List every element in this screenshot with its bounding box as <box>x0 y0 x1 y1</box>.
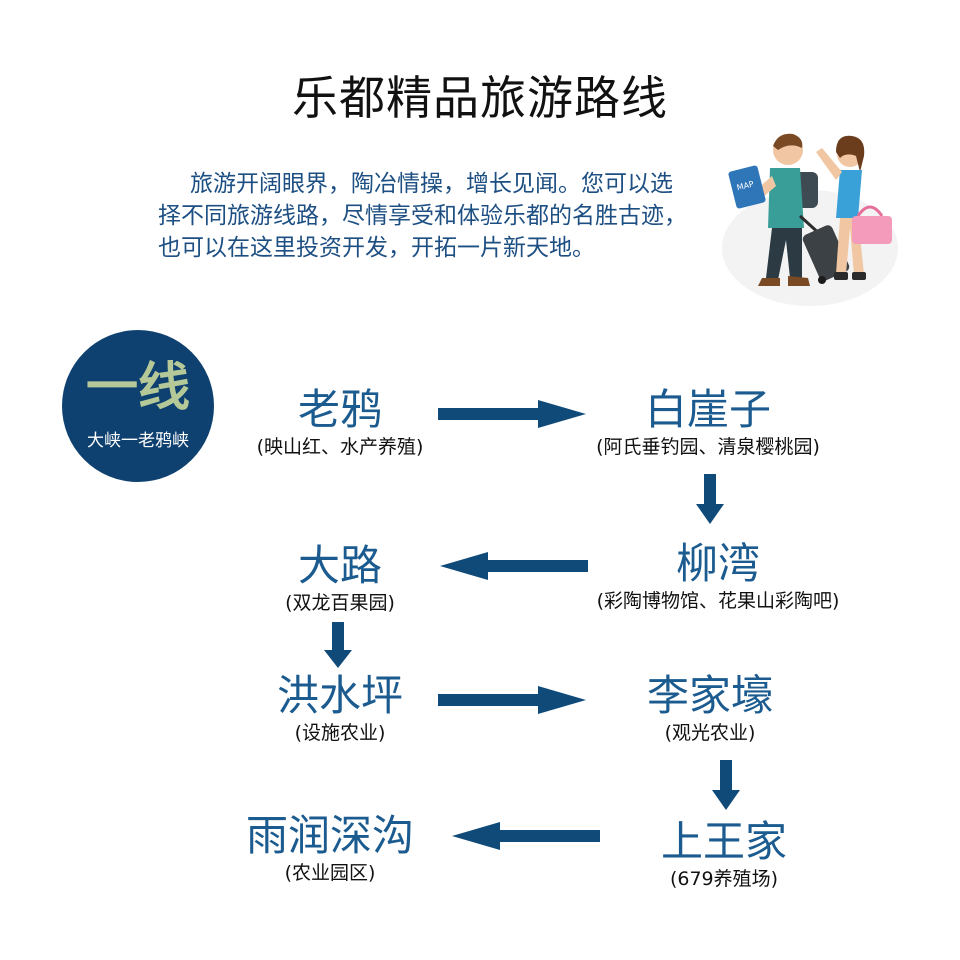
badge-subtitle: 大峡一老鸦峡 <box>87 431 189 451</box>
node-name: 大路 <box>297 541 382 590</box>
intro-paragraph: 旅游开阔眼界，陶冶情操，增长见闻。您可以选 择不同旅游线路，尽情享受和体验乐都的… <box>158 168 736 264</box>
node-lijiahao: 李家壕 (观光农业) <box>610 672 810 746</box>
arrow-left-1 <box>440 552 588 580</box>
node-desc: (阿氏垂钓园、清泉樱桃园) <box>596 436 820 458</box>
node-name: 柳湾 <box>675 539 760 588</box>
node-name: 上王家 <box>660 817 787 866</box>
node-desc: (观光农业) <box>664 722 756 744</box>
node-name: 李家壕 <box>646 671 773 720</box>
route-badge: 一线 大峡一老鸦峡 <box>62 330 214 482</box>
node-desc: (彩陶博物馆、花果山彩陶吧) <box>596 590 840 612</box>
node-name: 洪水坪 <box>276 671 403 720</box>
node-desc: (映山红、水产养殖) <box>256 436 424 458</box>
node-liuwan: 柳湾 (彩陶博物馆、花果山彩陶吧) <box>548 540 888 614</box>
travelers-illustration: MAP <box>722 133 898 306</box>
intro-line-3: 也可以在这里投资开发，开拓一片新天地。 <box>158 235 595 261</box>
node-name: 雨润深沟 <box>245 811 414 860</box>
node-desc: (农业园区) <box>284 862 376 884</box>
node-dalu: 大路 (双龙百果园) <box>240 542 440 616</box>
intro-line-2: 择不同旅游线路，尽情享受和体验乐都的名胜古迹， <box>158 203 687 229</box>
node-shangwangjia: 上王家 (679养殖场) <box>624 818 824 892</box>
node-baiyazi: 白崖子 (阿氏垂钓园、清泉樱桃园) <box>548 386 868 460</box>
page-title: 乐都精品旅游路线 <box>292 71 668 125</box>
node-name: 白崖子 <box>644 385 771 434</box>
arrow-down-3 <box>712 760 740 810</box>
node-desc: (设施农业) <box>294 722 386 744</box>
map-label: MAP <box>736 179 755 192</box>
arrow-down-2 <box>324 622 352 668</box>
arrow-down-1 <box>696 474 724 524</box>
node-yurunshengou: 雨润深沟 (农业园区) <box>220 812 440 886</box>
node-hongshuiping: 洪水坪 (设施农业) <box>240 672 440 746</box>
arrow-right-1 <box>438 400 586 428</box>
node-desc: (双龙百果园) <box>285 592 395 614</box>
intro-line-1: 旅游开阔眼界，陶冶情操，增长见闻。您可以选 <box>190 171 673 197</box>
arrow-right-2 <box>438 686 586 714</box>
node-name: 老鸦 <box>297 385 382 434</box>
node-desc: (679养殖场) <box>669 868 779 890</box>
badge-title: 一线 <box>85 358 190 418</box>
arrow-left-2 <box>452 822 600 850</box>
node-laoya: 老鸦 (映山红、水产养殖) <box>225 386 455 460</box>
